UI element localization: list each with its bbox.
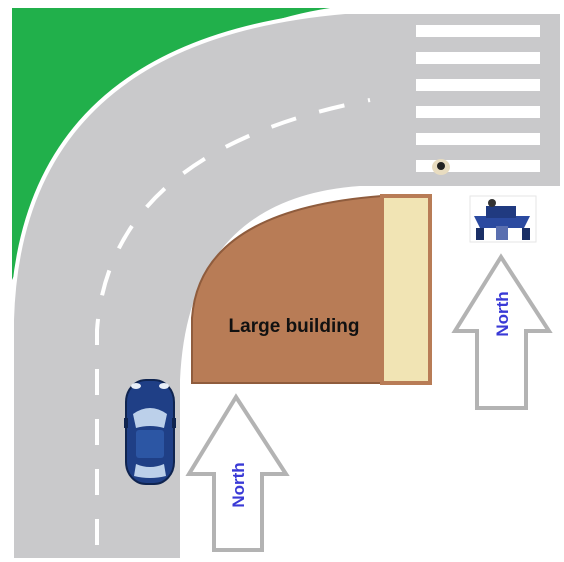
car-icon: [124, 380, 176, 484]
robot-icon: [470, 196, 536, 242]
arrow-left-label: North: [229, 462, 248, 507]
building-annex: [382, 196, 430, 383]
pedestrian-icon: [432, 159, 450, 175]
north-arrow-icon: North: [455, 257, 549, 408]
north-arrow-icon: North: [189, 397, 286, 550]
arrow-right-label: North: [493, 291, 512, 336]
building-label: Large building: [229, 316, 360, 337]
